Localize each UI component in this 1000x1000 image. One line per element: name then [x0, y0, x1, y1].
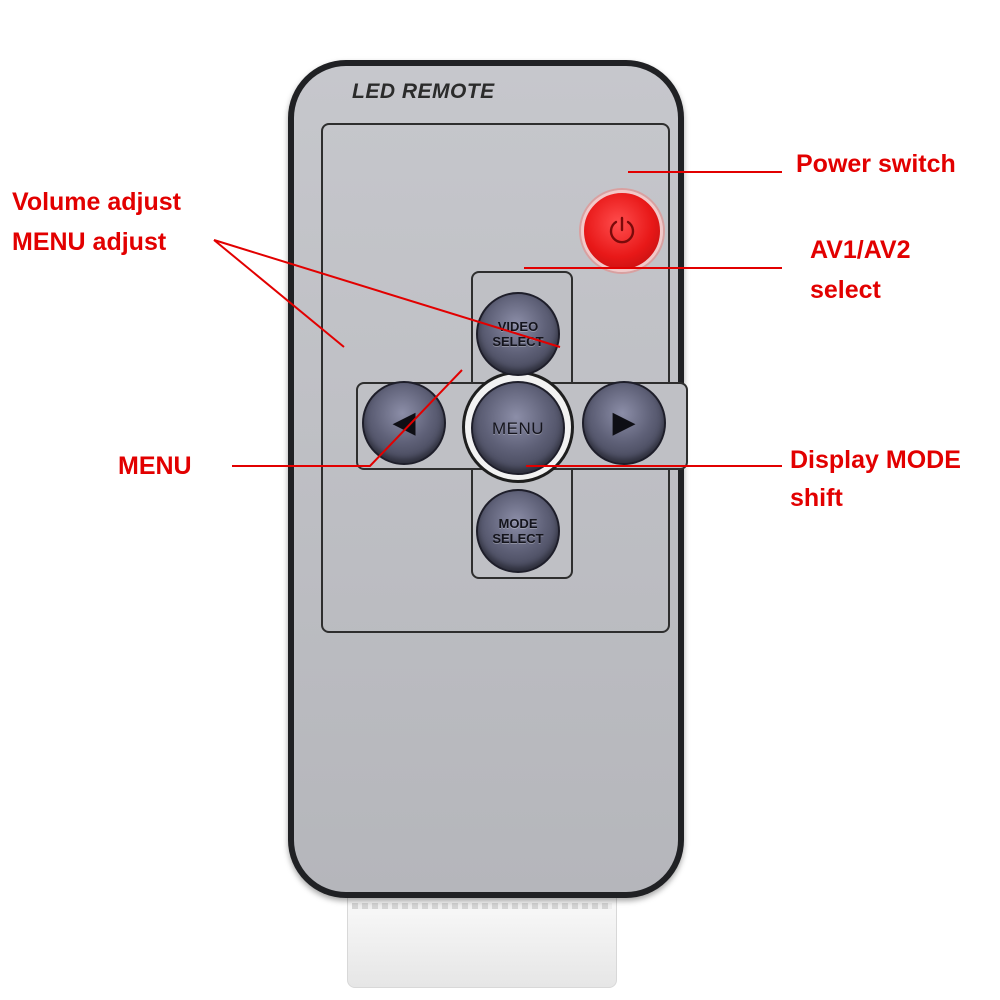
button-panel: VIDEO SELECT ◀ MENU ▶ MODE SELECT: [321, 123, 688, 633]
left-triangle-icon: ◀: [392, 406, 416, 439]
display-annotation-line2: shift: [790, 484, 843, 512]
menu-annotation: MENU: [118, 452, 192, 480]
display-annotation-line1: Display MODE: [790, 446, 961, 474]
mode-select-button[interactable]: MODE SELECT: [476, 489, 560, 573]
volume-annotation-line2: MENU adjust: [12, 228, 167, 256]
video-select-label: VIDEO SELECT: [492, 319, 544, 349]
av-annotation-line2: select: [810, 276, 881, 304]
left-button[interactable]: ◀: [362, 381, 446, 465]
menu-button[interactable]: MENU: [471, 381, 565, 475]
menu-button-label: MENU: [491, 418, 545, 438]
remote-brand-label: LED REMOTE: [352, 80, 495, 103]
mode-select-label: MODE SELECT: [492, 516, 544, 546]
right-button[interactable]: ▶: [582, 381, 666, 465]
remote-face: LED REMOTE VIDEO SELECT ◀ MENU: [294, 66, 688, 892]
battery-tab: [347, 888, 617, 988]
video-select-button[interactable]: VIDEO SELECT: [476, 292, 560, 376]
right-triangle-icon: ▶: [612, 406, 636, 439]
power-button[interactable]: [581, 190, 663, 272]
led-remote: LED REMOTE VIDEO SELECT ◀ MENU: [288, 60, 688, 898]
power-annotation: Power switch: [796, 150, 956, 178]
power-icon: [609, 216, 635, 244]
av-annotation-line1: AV1/AV2: [810, 236, 911, 264]
volume-annotation-line1: Volume adjust: [12, 188, 182, 216]
